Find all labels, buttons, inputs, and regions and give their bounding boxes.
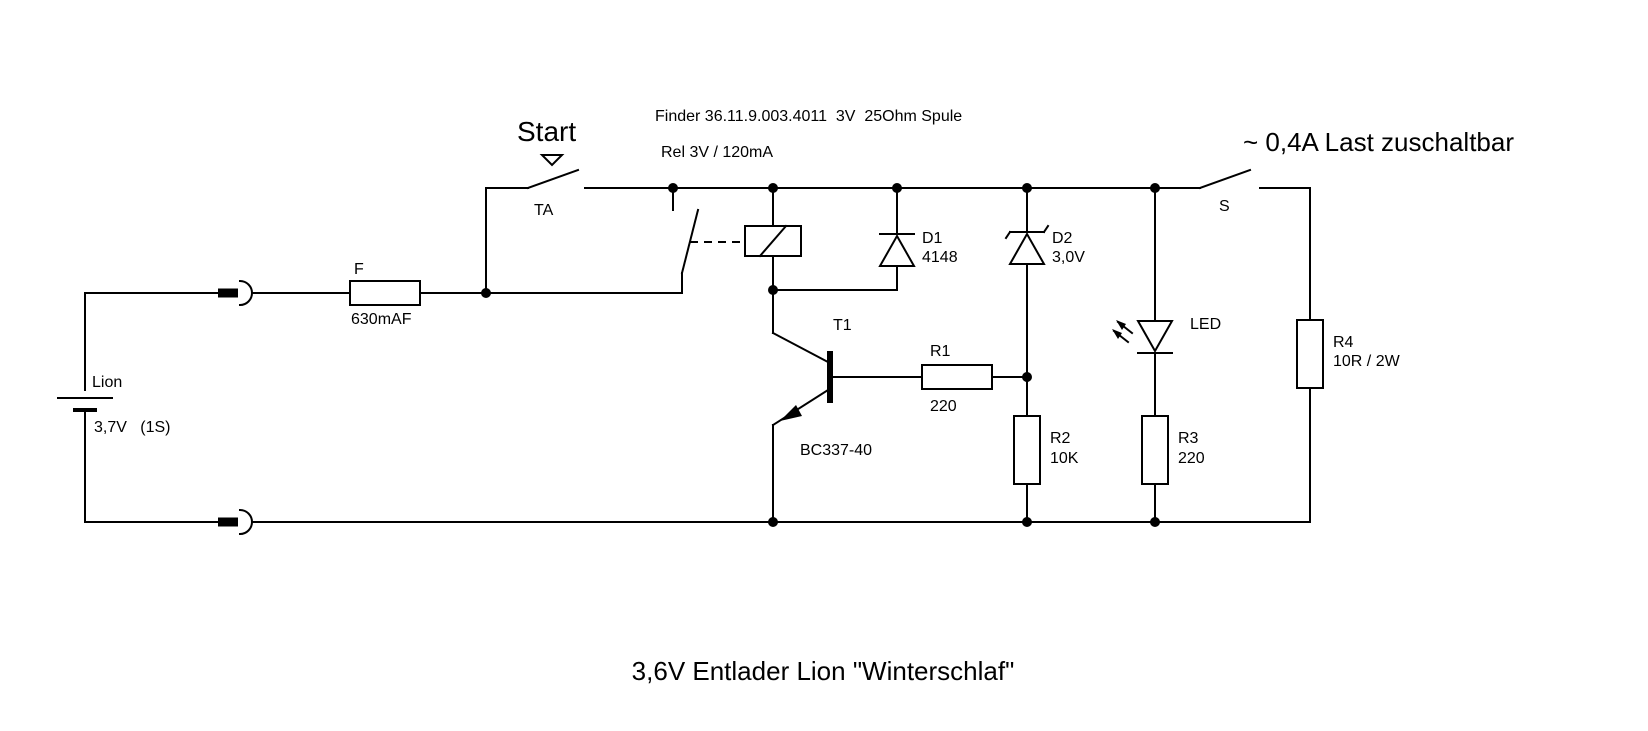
pushbutton-symbol <box>526 154 580 190</box>
junction-dots <box>481 183 1160 527</box>
diode-d1-symbol <box>878 233 916 267</box>
r3-name-label: R3 <box>1178 430 1199 447</box>
switch-s-symbol <box>1198 168 1252 190</box>
r1-value-label: 220 <box>930 398 957 415</box>
led-name-label: LED <box>1190 316 1221 333</box>
start-label: Start <box>517 116 576 147</box>
resistor-r4 <box>1296 319 1324 389</box>
transistor-t1-symbol <box>771 331 833 427</box>
r4-value-label: 10R / 2W <box>1333 353 1401 370</box>
r1-name-label: R1 <box>930 343 951 360</box>
relay-model-label: Finder 36.11.9.003.4011 3V 25Ohm Spule <box>655 108 962 125</box>
resistor-r2 <box>1013 415 1041 485</box>
led-symbol <box>1112 320 1174 354</box>
connector-top <box>218 279 253 307</box>
transistor-name-label: T1 <box>833 317 852 334</box>
zener-d2-symbol <box>1004 224 1050 265</box>
relay-coil-symbol <box>744 224 802 258</box>
connector-bottom <box>218 508 253 536</box>
r2-value-label: 10K <box>1050 450 1079 467</box>
load-note-label: ~ 0,4A Last zuschaltbar <box>1243 127 1514 157</box>
d1-name-label: D1 <box>922 230 943 247</box>
fuse-name-label: F <box>354 261 364 278</box>
r3-value-label: 220 <box>1178 450 1205 467</box>
transistor-value-label: BC337-40 <box>800 442 872 459</box>
resistor-r1 <box>921 364 993 390</box>
switch-name-label: S <box>1219 198 1230 215</box>
d1-value-label: 4148 <box>922 249 958 266</box>
resistor-r3 <box>1141 415 1169 485</box>
r4-name-label: R4 <box>1333 334 1354 351</box>
wires <box>84 187 1311 523</box>
d2-name-label: D2 <box>1052 230 1073 247</box>
battery-name-label: Lion <box>92 374 122 391</box>
battery-value-label: 3,7V (1S) <box>94 419 170 436</box>
fuse-symbol <box>349 280 421 306</box>
relay-rating-label: Rel 3V / 120mA <box>661 144 773 161</box>
r2-name-label: R2 <box>1050 430 1071 447</box>
fuse-value-label: 630mAF <box>351 311 412 328</box>
diagram-title: 3,6V Entlader Lion "Winterschlaf" <box>632 656 1015 686</box>
pushbutton-name-label: TA <box>534 202 554 219</box>
battery-symbol <box>57 397 113 412</box>
d2-value-label: 3,0V <box>1052 249 1085 266</box>
